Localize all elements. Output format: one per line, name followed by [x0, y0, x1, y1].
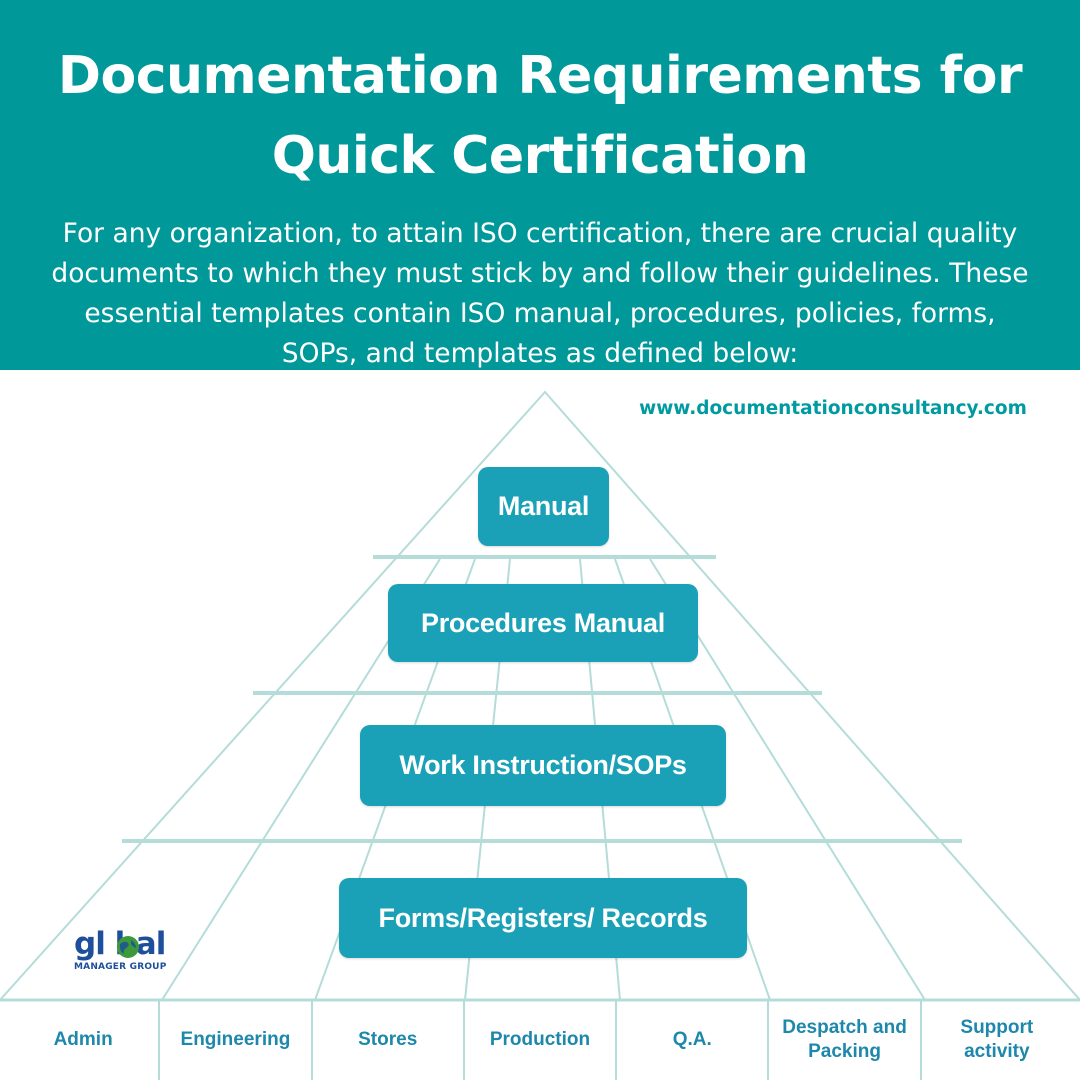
global-manager-group-logo: gl bal MANAGER GROUP	[70, 926, 200, 976]
page-title: Documentation Requirements for Quick Cer…	[20, 36, 1060, 196]
department-engineering: Engineering	[158, 1000, 310, 1080]
title-line-2: Quick Certification	[271, 126, 809, 186]
title-line-1: Documentation Requirements for	[57, 46, 1023, 106]
department-support-activity: Support activity	[919, 1000, 1072, 1080]
tier-forms-records: Forms/Registers/ Records	[339, 878, 747, 958]
logo-subtitle: MANAGER GROUP	[74, 962, 167, 972]
header-banner: Documentation Requirements for Quick Cer…	[0, 0, 1080, 370]
intro-line-3: essential templates contain ISO manual, …	[84, 298, 996, 329]
department-production: Production	[462, 1000, 615, 1080]
intro-line-2: documents to which they must stick by an…	[51, 258, 1029, 289]
tier-manual: Manual	[478, 467, 609, 546]
website-url[interactable]: www.documentationconsultancy.com	[639, 398, 1027, 419]
department-stores: Stores	[310, 1000, 463, 1080]
department-despatch-packing: Despatch and Packing	[767, 1000, 919, 1080]
intro-line-1: For any organization, to attain ISO cert…	[62, 218, 1018, 249]
department-qa: Q.A.	[615, 1000, 767, 1080]
tier-procedures-manual: Procedures Manual	[388, 584, 698, 662]
intro-line-4: SOPs, and templates as defined below:	[281, 338, 799, 369]
intro-paragraph: For any organization, to attain ISO cert…	[8, 214, 1072, 374]
department-row: Admin Engineering Stores Production Q.A.…	[8, 1000, 1072, 1080]
department-admin: Admin	[53, 1029, 113, 1050]
globe-icon	[117, 936, 139, 958]
tier-work-instructions: Work Instruction/SOPs	[360, 725, 726, 806]
